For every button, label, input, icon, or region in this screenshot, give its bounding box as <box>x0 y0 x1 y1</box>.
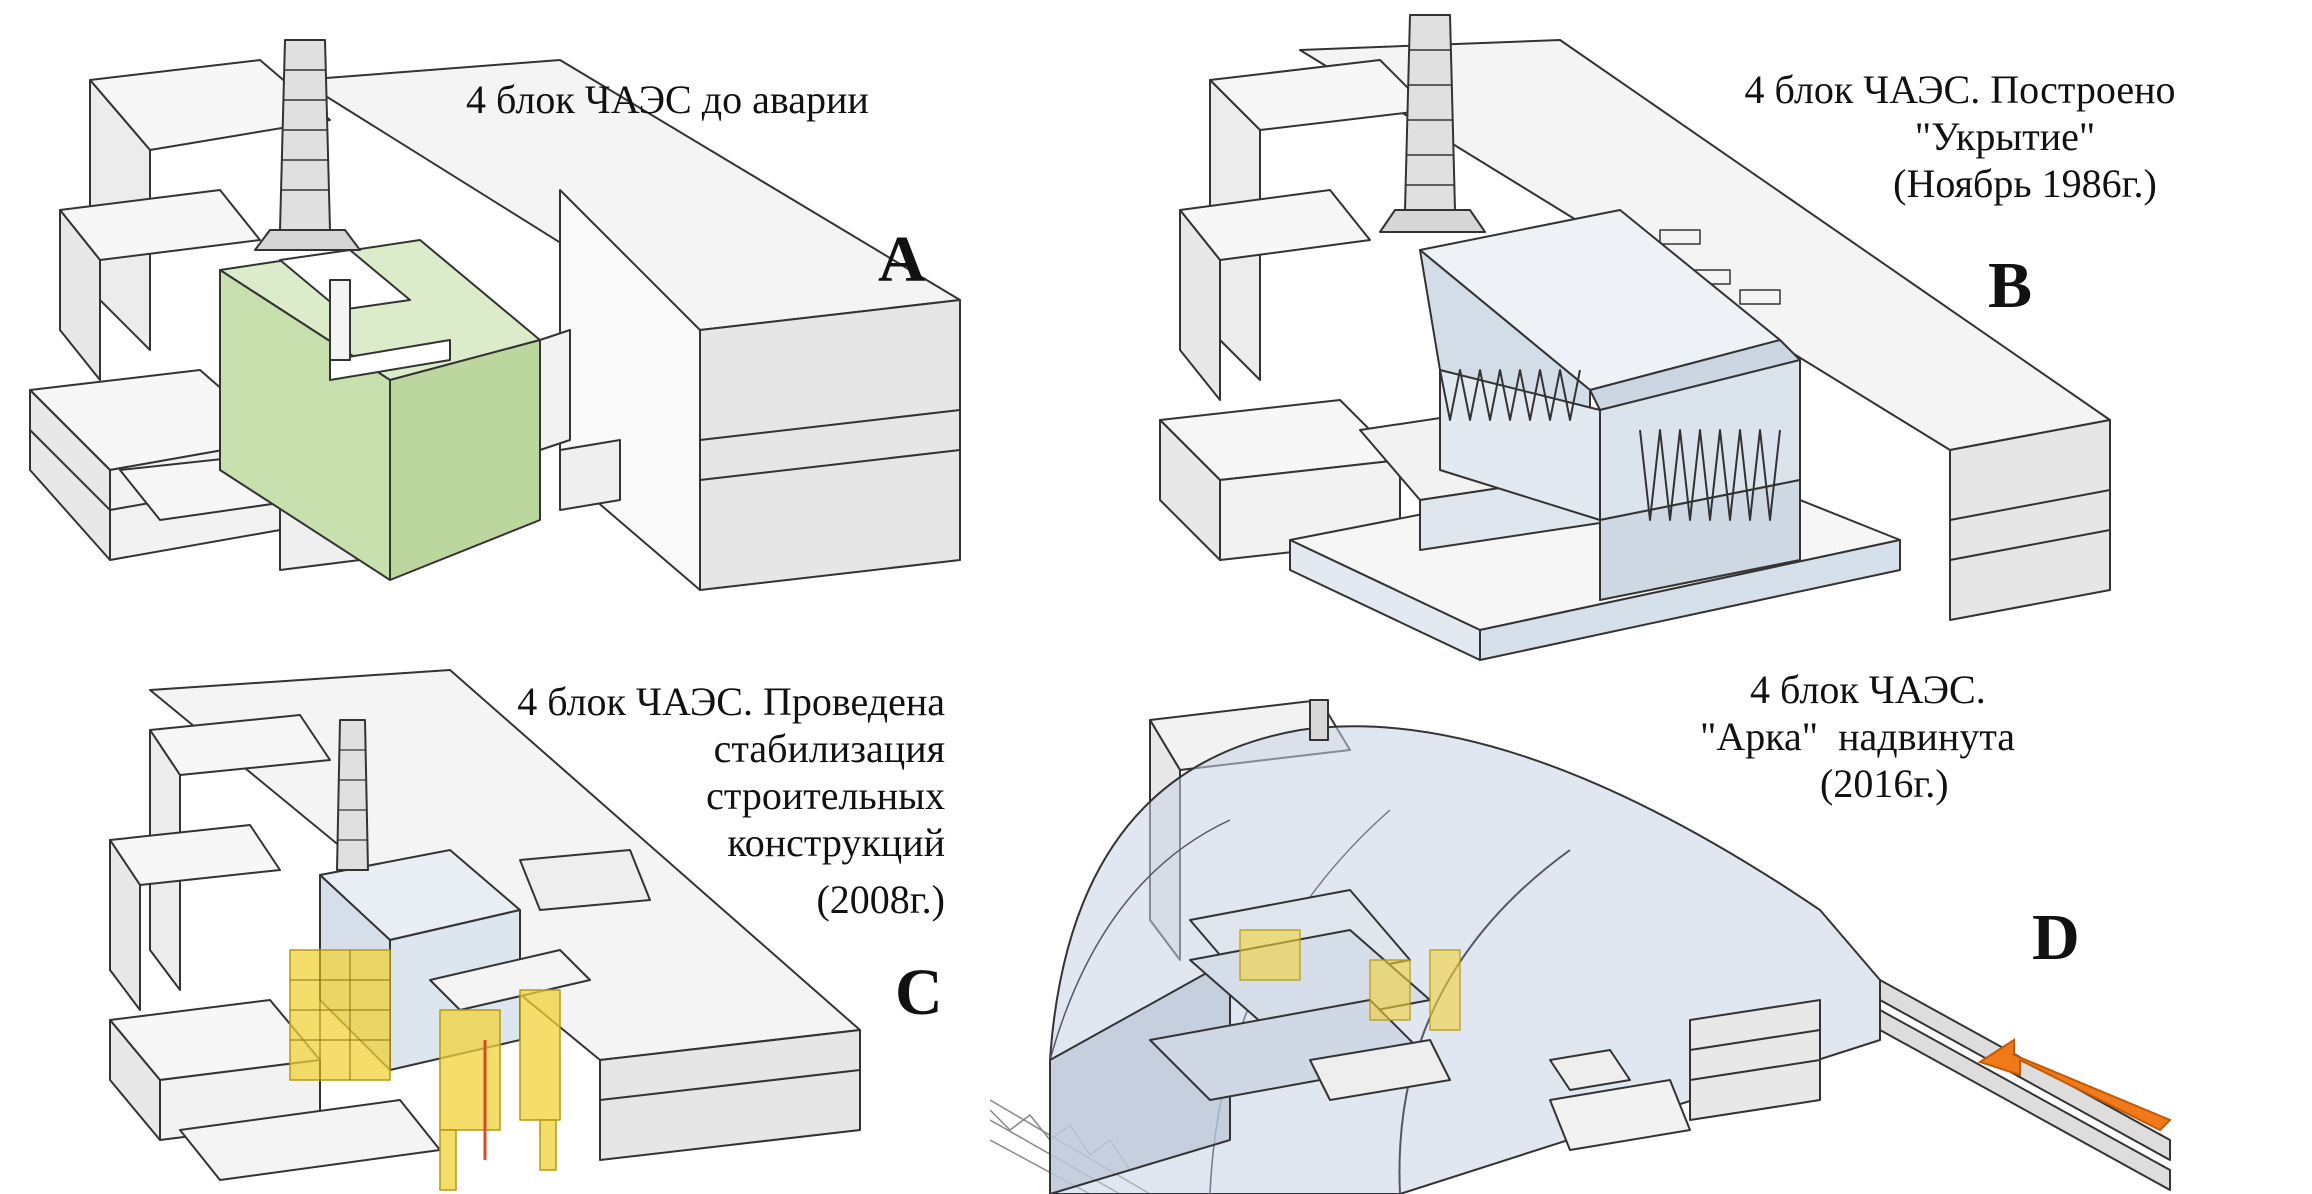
caption-line: (2008г.) <box>816 877 945 922</box>
arrow-icon <box>1977 1038 2172 1132</box>
caption-line: 4 блок ЧАЭС. <box>1750 667 1986 712</box>
panel-letter-a: A <box>878 223 926 296</box>
caption-line: конструкций <box>727 820 945 865</box>
caption-c: 4 блок ЧАЭС. Проведена стабилизация стро… <box>430 678 945 923</box>
caption-line: строительных <box>706 773 945 818</box>
reactor-before-accident-illustration <box>29 39 961 591</box>
caption-line: 4 блок ЧАЭС до аварии <box>466 77 869 122</box>
caption-b: 4 блок ЧАЭС. Построено "Укрытие" (Ноябрь… <box>1710 66 2210 207</box>
caption-a: 4 блок ЧАЭС до аварии <box>466 76 869 123</box>
panel-letter-c: C <box>895 956 943 1029</box>
panel-b: 4 блок ЧАЭС. Построено "Укрытие" (Ноябрь… <box>1000 0 2312 670</box>
caption-line: "Арка" надвинута <box>1700 714 2016 759</box>
caption-line: "Укрытие" <box>1914 114 2096 159</box>
stabilization-illustration <box>109 669 861 1191</box>
panel-letter-b: B <box>1988 249 2033 322</box>
new-safe-confinement-arch-illustration <box>990 699 2172 1194</box>
caption-line: (2016г.) <box>1820 761 1949 806</box>
caption-line: стабилизация <box>713 726 945 771</box>
sarcophagus-illustration <box>1159 14 2111 661</box>
panel-d: 4 блок ЧАЭС. "Арка" надвинута (2016г.) D <box>990 660 2312 1194</box>
caption-line: 4 блок ЧАЭС. Проведена <box>517 679 945 724</box>
panel-a: 4 блок ЧАЭС до аварии A <box>0 0 980 640</box>
caption-d: 4 блок ЧАЭС. "Арка" надвинута (2016г.) <box>1700 666 2160 807</box>
caption-line: (Ноябрь 1986г.) <box>1893 161 2157 206</box>
panel-c: 4 блок ЧАЭС. Проведена стабилизация стро… <box>0 660 980 1194</box>
caption-line: 4 блок ЧАЭС. Построено <box>1744 67 2176 112</box>
panel-letter-d: D <box>2032 901 2080 974</box>
